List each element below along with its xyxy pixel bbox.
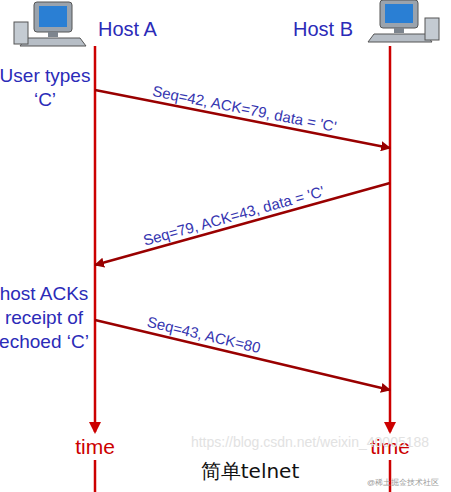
event-note: host ACKs receipt of echoed ‘C’ [0, 282, 92, 354]
computer-icon [368, 0, 439, 42]
host-node: Host A [95, 14, 175, 44]
host-name: Host A [98, 16, 175, 42]
timeline [94, 460, 97, 492]
segment-arrow [95, 183, 390, 265]
timeline [389, 46, 392, 432]
segment-arrow [95, 320, 390, 390]
segment-label: Seq=42, ACK=79, data = 'C' [151, 82, 338, 135]
time-label: time [60, 434, 130, 460]
timeline [389, 460, 392, 492]
host-node: Host B [290, 14, 390, 44]
segment-label: Seq=79, ACK=43, data = 'C' [141, 182, 326, 248]
computer-icon [14, 2, 86, 46]
segment-label: Seq=43, ACK=80 [145, 313, 262, 356]
watermark: https://blog.csdn.net/weixin_40005188 [170, 433, 450, 451]
timeline [94, 46, 97, 432]
watermark: @稀土掘金技术社区 [355, 478, 451, 488]
caption: 简单telnet [150, 458, 350, 485]
host-name: Host B [293, 16, 390, 42]
event-note: User types ‘C’ [0, 64, 95, 112]
